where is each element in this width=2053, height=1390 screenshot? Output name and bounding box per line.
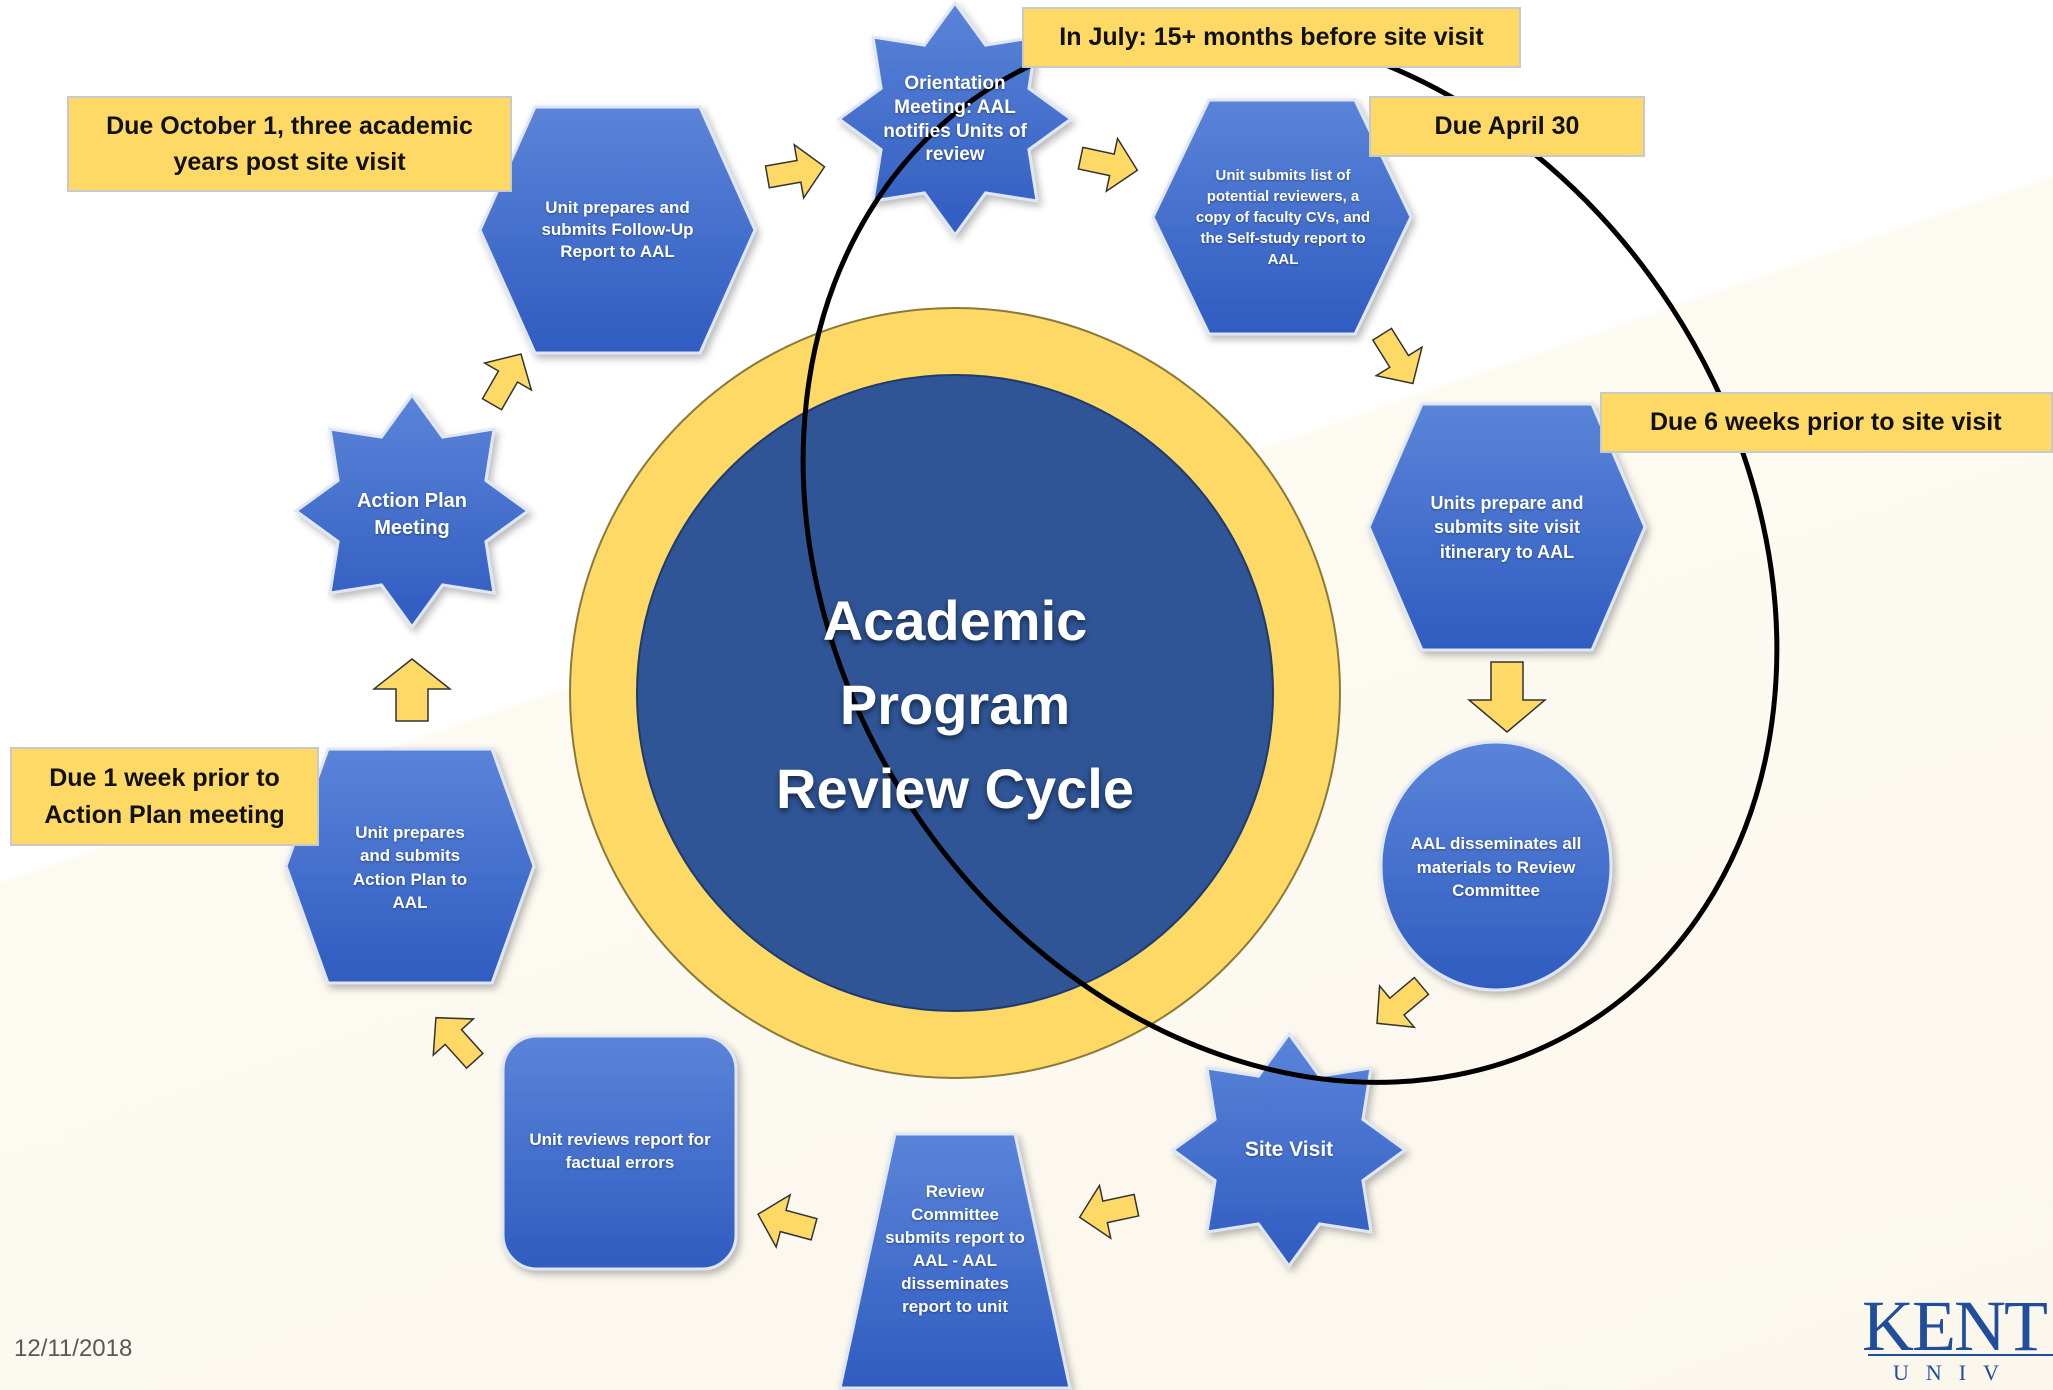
- stage-unit-reviews-label: Unit reviews report for factual errors: [529, 1130, 711, 1172]
- logo-rule: [1868, 1354, 2053, 1356]
- highlight-ellipse: [800, 25, 1780, 1085]
- stage-action-plan-meeting-label: Action Plan Meeting: [356, 490, 467, 539]
- logo-wordmark: KENT: [1862, 1286, 2048, 1366]
- arrow-icon: [1376, 976, 1430, 1029]
- arrow-icon: [432, 1016, 484, 1070]
- submit-follow-up-shape: [478, 105, 757, 355]
- arrow-icon: [481, 353, 533, 411]
- arrow-icon: [1371, 327, 1424, 385]
- arrow-icon: [1466, 661, 1548, 733]
- stage-submit-action-plan-label: Unit prepares and submits Action Plan to…: [352, 822, 468, 912]
- submit-action-plan-shape: [284, 747, 536, 985]
- submit-reviewers-shape: [1151, 98, 1413, 336]
- stage-submit-itinerary-label: Units prepare and submits site visit iti…: [1430, 493, 1584, 562]
- aal-disseminates-shape: [1379, 740, 1613, 992]
- stage-review-report-label: Review Committee submits report to AAL -…: [885, 1182, 1025, 1316]
- logo-subtext: UNIV: [1893, 1360, 2016, 1385]
- cycle-arrows: [371, 136, 1548, 1250]
- stage-site-visit-label: Site Visit: [1244, 1138, 1334, 1161]
- deadline-due-1-week: Due 1 week prior to Action Plan meeting: [10, 747, 319, 846]
- arrow-icon: [764, 143, 826, 200]
- deadline-due-6-weeks: Due 6 weeks prior to site visit: [1600, 392, 2053, 453]
- submit-itinerary-shape: [1367, 402, 1647, 652]
- arrow-icon: [757, 1193, 818, 1250]
- stage-submit-follow-up-label: Unit prepares and submits Follow-Up Repo…: [541, 197, 694, 262]
- arrow-icon: [1078, 1183, 1140, 1240]
- stage-orientation-meeting-label: Orientation Meeting: AAL notifies Units …: [883, 73, 1027, 166]
- orientation-meeting-shape: [836, 0, 1074, 238]
- action-plan-meeting-shape: [293, 392, 531, 630]
- stage-submit-reviewers-label: Unit submits list of potential reviewers…: [1195, 167, 1371, 268]
- stage-shapes: [284, 0, 1647, 1390]
- deadline-due-october-1: Due October 1, three academic years post…: [67, 96, 512, 192]
- arrow-icon: [371, 658, 453, 722]
- unit-reviews-shape: [501, 1034, 738, 1271]
- stage-aal-disseminates-label: AAL disseminates all materials to Review…: [1410, 834, 1582, 901]
- diagram-title: Academic Program Review Cycle: [776, 589, 1134, 820]
- footer-date: 12/11/2018: [14, 1335, 133, 1362]
- arrow-icon: [1077, 136, 1139, 193]
- deadline-in-july: In July: 15+ months before site visit: [1022, 7, 1521, 68]
- center-disc: [636, 374, 1274, 1012]
- deadline-due-april-30: Due April 30: [1369, 96, 1645, 157]
- site-visit-shape: [1170, 1031, 1408, 1269]
- review-report-shape: [838, 1132, 1072, 1390]
